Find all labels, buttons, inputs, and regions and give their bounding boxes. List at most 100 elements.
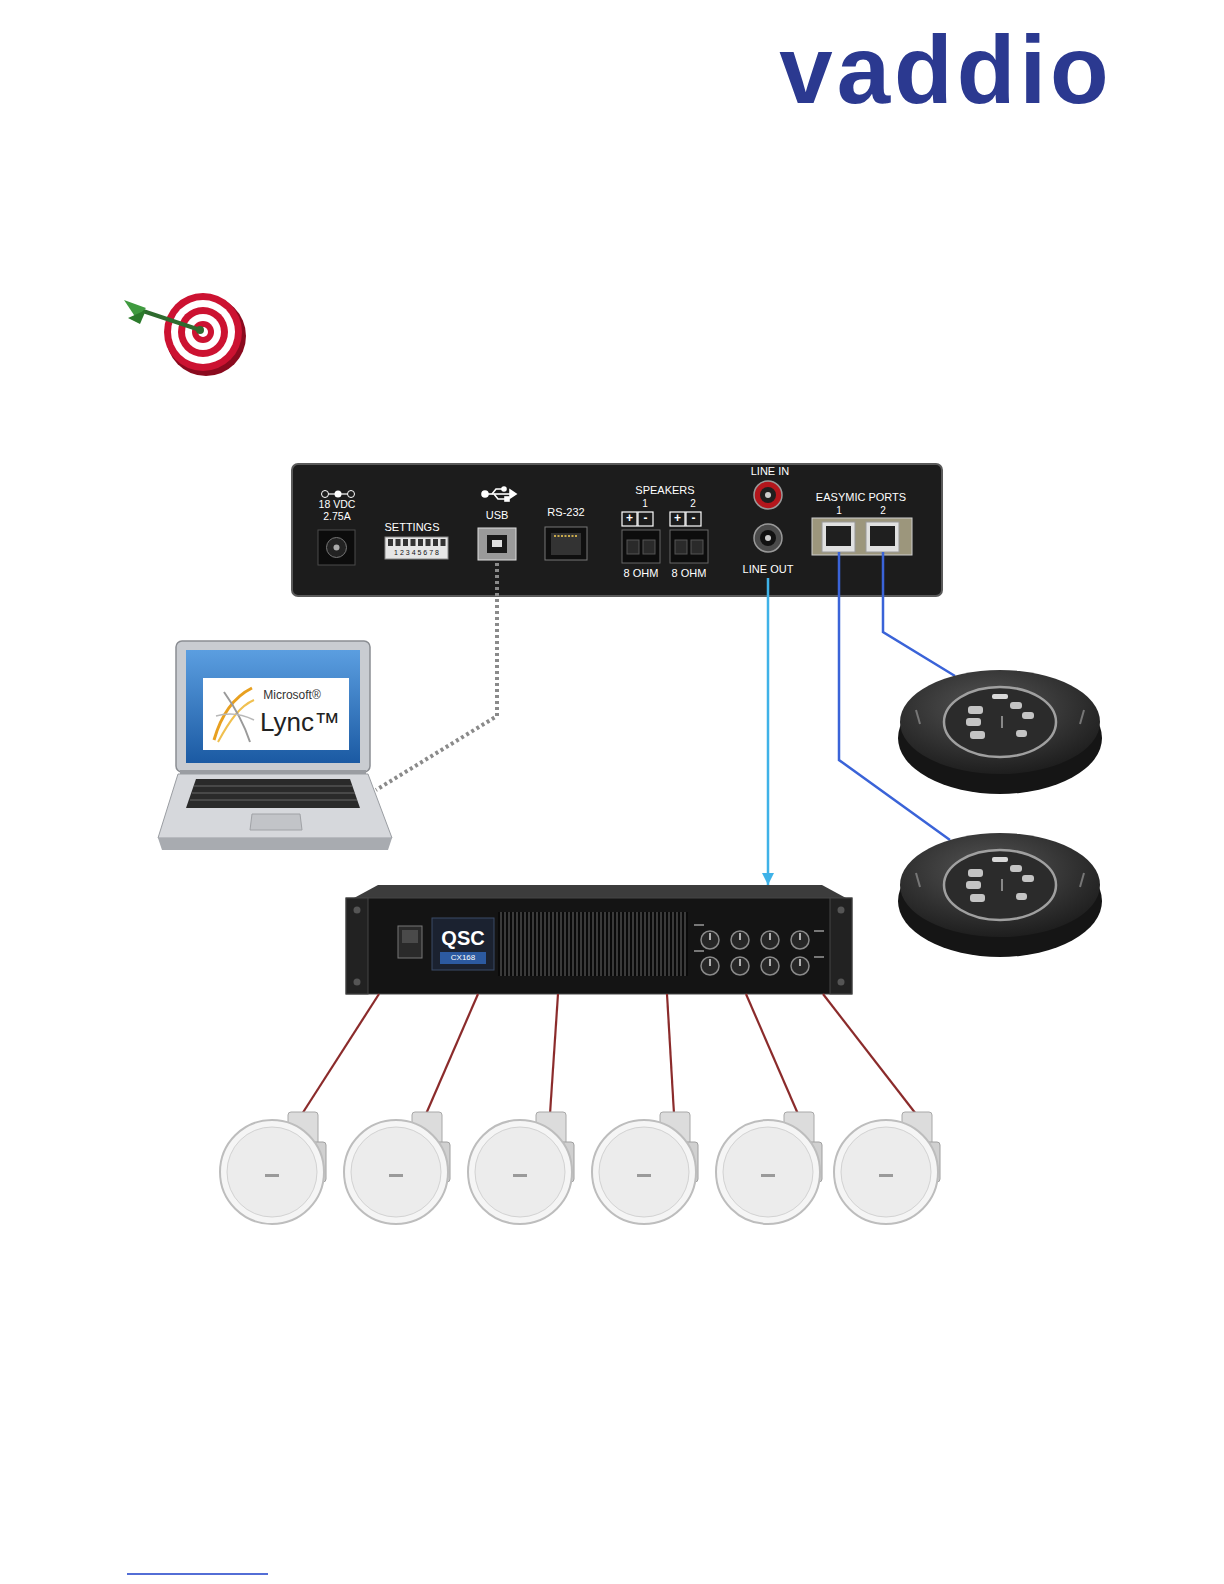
laptop xyxy=(158,838,392,850)
port-label: RS-232 xyxy=(547,506,584,518)
amplifier xyxy=(761,931,779,949)
rear-panel xyxy=(638,512,653,526)
amplifier xyxy=(769,959,771,966)
switch-numbers: 1 2 3 4 5 6 7 8 xyxy=(394,549,439,557)
ceiling-speaker xyxy=(468,1112,574,1224)
rear-panel xyxy=(765,492,771,498)
polarity-sign: + xyxy=(626,512,633,525)
amplifier xyxy=(791,931,809,949)
usb-port: USB xyxy=(476,485,518,563)
rear-panel xyxy=(551,533,581,555)
speaker-wire xyxy=(302,994,916,1114)
amplifier xyxy=(701,931,719,949)
rear-panel xyxy=(487,535,507,553)
target-icon xyxy=(171,300,235,364)
port-label: LINE IN xyxy=(751,465,790,477)
usb-symbol xyxy=(485,493,510,495)
amplifier xyxy=(346,885,852,994)
amplifier xyxy=(739,933,741,940)
footer-rule xyxy=(127,1573,268,1575)
brand-logo: QSC xyxy=(441,927,484,949)
target-icon xyxy=(192,321,214,343)
rear-panel xyxy=(318,530,355,565)
power-label: 18 VDC 2.75A xyxy=(315,499,359,522)
rear-panel xyxy=(627,540,639,554)
amplifier xyxy=(432,918,494,970)
amplifier xyxy=(838,979,845,986)
speaker-wire xyxy=(823,994,916,1114)
polarity-sign: + xyxy=(674,512,681,525)
rear-panel xyxy=(622,512,637,526)
amplifier xyxy=(701,957,719,975)
laptop xyxy=(186,650,360,763)
rear-panel xyxy=(866,522,899,552)
rear-panel xyxy=(292,464,942,596)
rear-panel xyxy=(765,535,771,541)
port-number: 1 xyxy=(836,504,842,515)
rear-panel xyxy=(492,540,502,547)
rear-panel xyxy=(670,530,708,563)
rear-panel xyxy=(760,530,776,546)
model-number: CX168 xyxy=(451,954,475,963)
amplifier xyxy=(799,933,801,940)
channel-number: 2 xyxy=(690,498,696,509)
amplifier xyxy=(694,924,824,958)
company-logo: vaddio xyxy=(779,22,1112,118)
target-icon xyxy=(196,326,204,334)
amplifier xyxy=(761,957,779,975)
amplifier xyxy=(346,898,852,994)
usb-symbol xyxy=(505,497,509,501)
impedance-label: 8 OHM xyxy=(672,567,707,579)
laptop xyxy=(190,800,357,801)
target-icon xyxy=(140,310,200,330)
impedance-label: 8 OHM xyxy=(624,567,659,579)
amplifier xyxy=(739,959,741,966)
rear-panel xyxy=(385,537,448,559)
speaker-wire xyxy=(426,994,478,1114)
ceiling-speaker xyxy=(592,1112,698,1224)
rear-panel xyxy=(691,540,703,554)
port-label: LINE OUT xyxy=(743,563,794,575)
rear-panel xyxy=(812,518,912,555)
amplifier xyxy=(731,957,749,975)
rear-panel xyxy=(754,481,782,509)
amplifier xyxy=(838,907,845,914)
rear-panel xyxy=(441,539,446,546)
amplifier xyxy=(830,898,852,994)
polarity-sign: - xyxy=(644,512,648,525)
product-logo: Lync™ xyxy=(260,708,340,737)
amplifier xyxy=(791,957,809,975)
port-label: SPEAKERS xyxy=(635,484,694,496)
amplifier xyxy=(709,933,711,940)
rear-panel xyxy=(545,527,587,560)
target-icon xyxy=(128,310,146,324)
rear-panel xyxy=(411,539,416,546)
target-icon xyxy=(185,314,221,350)
amplifier xyxy=(694,950,704,952)
speaker-wire xyxy=(550,994,558,1114)
laptop xyxy=(203,678,349,750)
easymic-microphone xyxy=(898,670,1102,794)
rear-panel xyxy=(478,528,516,560)
rear-panel xyxy=(686,512,701,526)
amplifier xyxy=(354,885,846,898)
ceiling-speaker xyxy=(834,1112,940,1224)
usb-symbol xyxy=(510,490,516,498)
line-out-cable xyxy=(767,578,770,885)
rear-panel xyxy=(826,526,851,546)
ceiling-speaker xyxy=(716,1112,822,1224)
easymic-microphone xyxy=(898,833,1102,957)
amplifier xyxy=(814,930,824,932)
rear-panel: 18 VDC 2.75ASETTINGS1 2 3 4 5 6 7 8RS-23… xyxy=(292,462,942,596)
amplifier xyxy=(346,898,368,994)
target-icon xyxy=(164,293,242,371)
laptop xyxy=(158,641,392,850)
laptop xyxy=(192,793,355,794)
amplifier xyxy=(402,930,418,943)
channel-number: 1 xyxy=(642,498,648,509)
rear-panel xyxy=(675,540,687,554)
rear-panel xyxy=(754,524,782,552)
rear-panel xyxy=(388,539,393,546)
